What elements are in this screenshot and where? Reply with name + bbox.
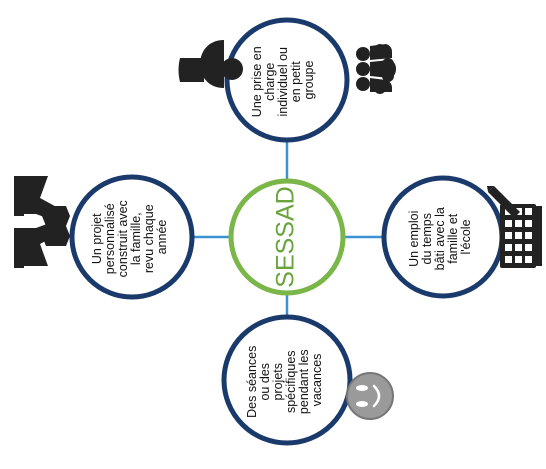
node-right-text: Un emploi du temps bâti avec la famille … — [407, 204, 473, 271]
node-top-text: Une prise en charge individuel ou en pet… — [250, 43, 316, 117]
node-bottom-line: ou des — [258, 363, 272, 401]
node-bottom-line: vacances — [310, 354, 324, 407]
node-bottom-line: pendant les — [297, 349, 311, 414]
node-top-line: Une prise en — [250, 46, 264, 117]
node-left-line: année — [155, 220, 169, 255]
node-top-line: individuel ou — [276, 47, 290, 117]
node-bottom-line: spécifiques — [284, 350, 298, 413]
node-right-line: famille et — [446, 213, 460, 264]
node-right-line: du temps — [420, 213, 434, 264]
connectors — [192, 140, 384, 316]
smiley-icon — [346, 372, 394, 420]
node-bottom-text: Des séances ou des projets spécifiques p… — [245, 342, 324, 418]
center-node: SESSAD — [228, 178, 346, 296]
center-circle — [228, 178, 346, 296]
node-bottom-line: Des séances — [245, 346, 259, 418]
node-top: Une prise en charge individuel ou en pet… — [224, 17, 350, 143]
node-right-line: bâti avec la — [433, 207, 447, 270]
node-left: Un projet personnalisé construit avec la… — [69, 174, 195, 300]
node-top-line: groupe — [302, 60, 316, 99]
node-left-line: la famille, — [129, 212, 143, 265]
node-left-line: Un projet — [90, 213, 104, 264]
handshake-icon — [14, 176, 70, 268]
node-right-line: Un emploi — [407, 211, 421, 267]
node-left-text: Un projet personnalisé construit avec la… — [90, 197, 169, 278]
node-bottom-line: projets — [271, 363, 285, 401]
center-label: SESSAD — [272, 186, 300, 287]
group-icon — [356, 44, 396, 94]
calendar-icon — [487, 186, 542, 268]
person-icon — [178, 40, 243, 88]
node-right: Un emploi du temps bâti avec la famille … — [381, 175, 505, 299]
node-left-line: construit avec — [116, 200, 130, 277]
node-bottom: Des séances ou des projets spécifiques p… — [221, 314, 353, 446]
node-left-line: revu chaque — [142, 204, 156, 273]
node-left-circle — [69, 174, 195, 300]
node-bottom-circle — [221, 314, 353, 446]
node-top-circle — [224, 17, 350, 143]
node-left-line: personnalisé — [103, 203, 117, 274]
node-top-line: en petit — [289, 61, 303, 103]
node-top-line: charge — [263, 63, 277, 101]
node-right-line: l'école — [459, 219, 473, 254]
